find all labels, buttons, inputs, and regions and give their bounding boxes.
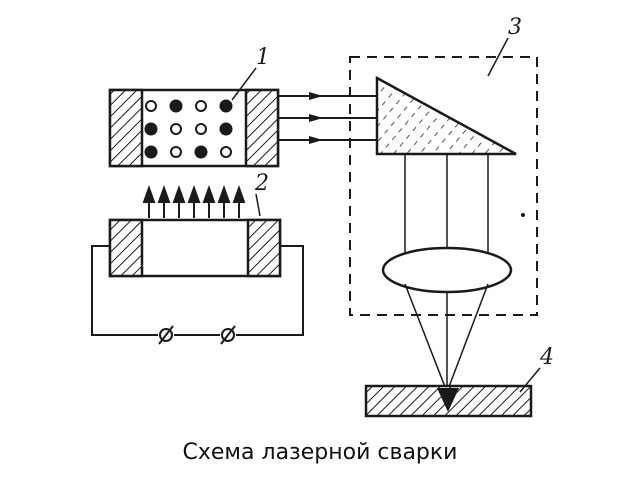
deflected-beams <box>404 154 489 256</box>
label-optical-system: 3 <box>508 15 522 40</box>
optical-system <box>349 56 538 393</box>
lamp-electrode-left <box>108 218 144 278</box>
leader-lines <box>231 37 541 393</box>
optical-housing <box>349 56 538 316</box>
label-active-element: 1 <box>256 45 270 70</box>
label-workpiece: 4 <box>539 345 554 370</box>
workpiece <box>364 384 533 418</box>
lamp-electrode-right <box>246 218 282 278</box>
right-mirror <box>244 88 280 168</box>
left-mirror <box>108 88 144 168</box>
focusing-lens <box>381 246 513 294</box>
pump-radiation-arrows <box>142 185 246 218</box>
prism <box>375 75 517 156</box>
power-terminals <box>158 325 236 345</box>
active-element <box>108 88 280 168</box>
power-circuit <box>91 245 304 336</box>
active-ions <box>144 99 233 159</box>
label-pump-lamp: 2 <box>254 171 269 196</box>
laser-welding-diagram: 1 2 3 4 <box>91 15 554 418</box>
pump-lamp <box>91 185 304 345</box>
focused-beams <box>404 283 489 393</box>
weld-spot <box>437 388 459 412</box>
diagram-caption: Схема лазерной сварки <box>182 440 458 465</box>
